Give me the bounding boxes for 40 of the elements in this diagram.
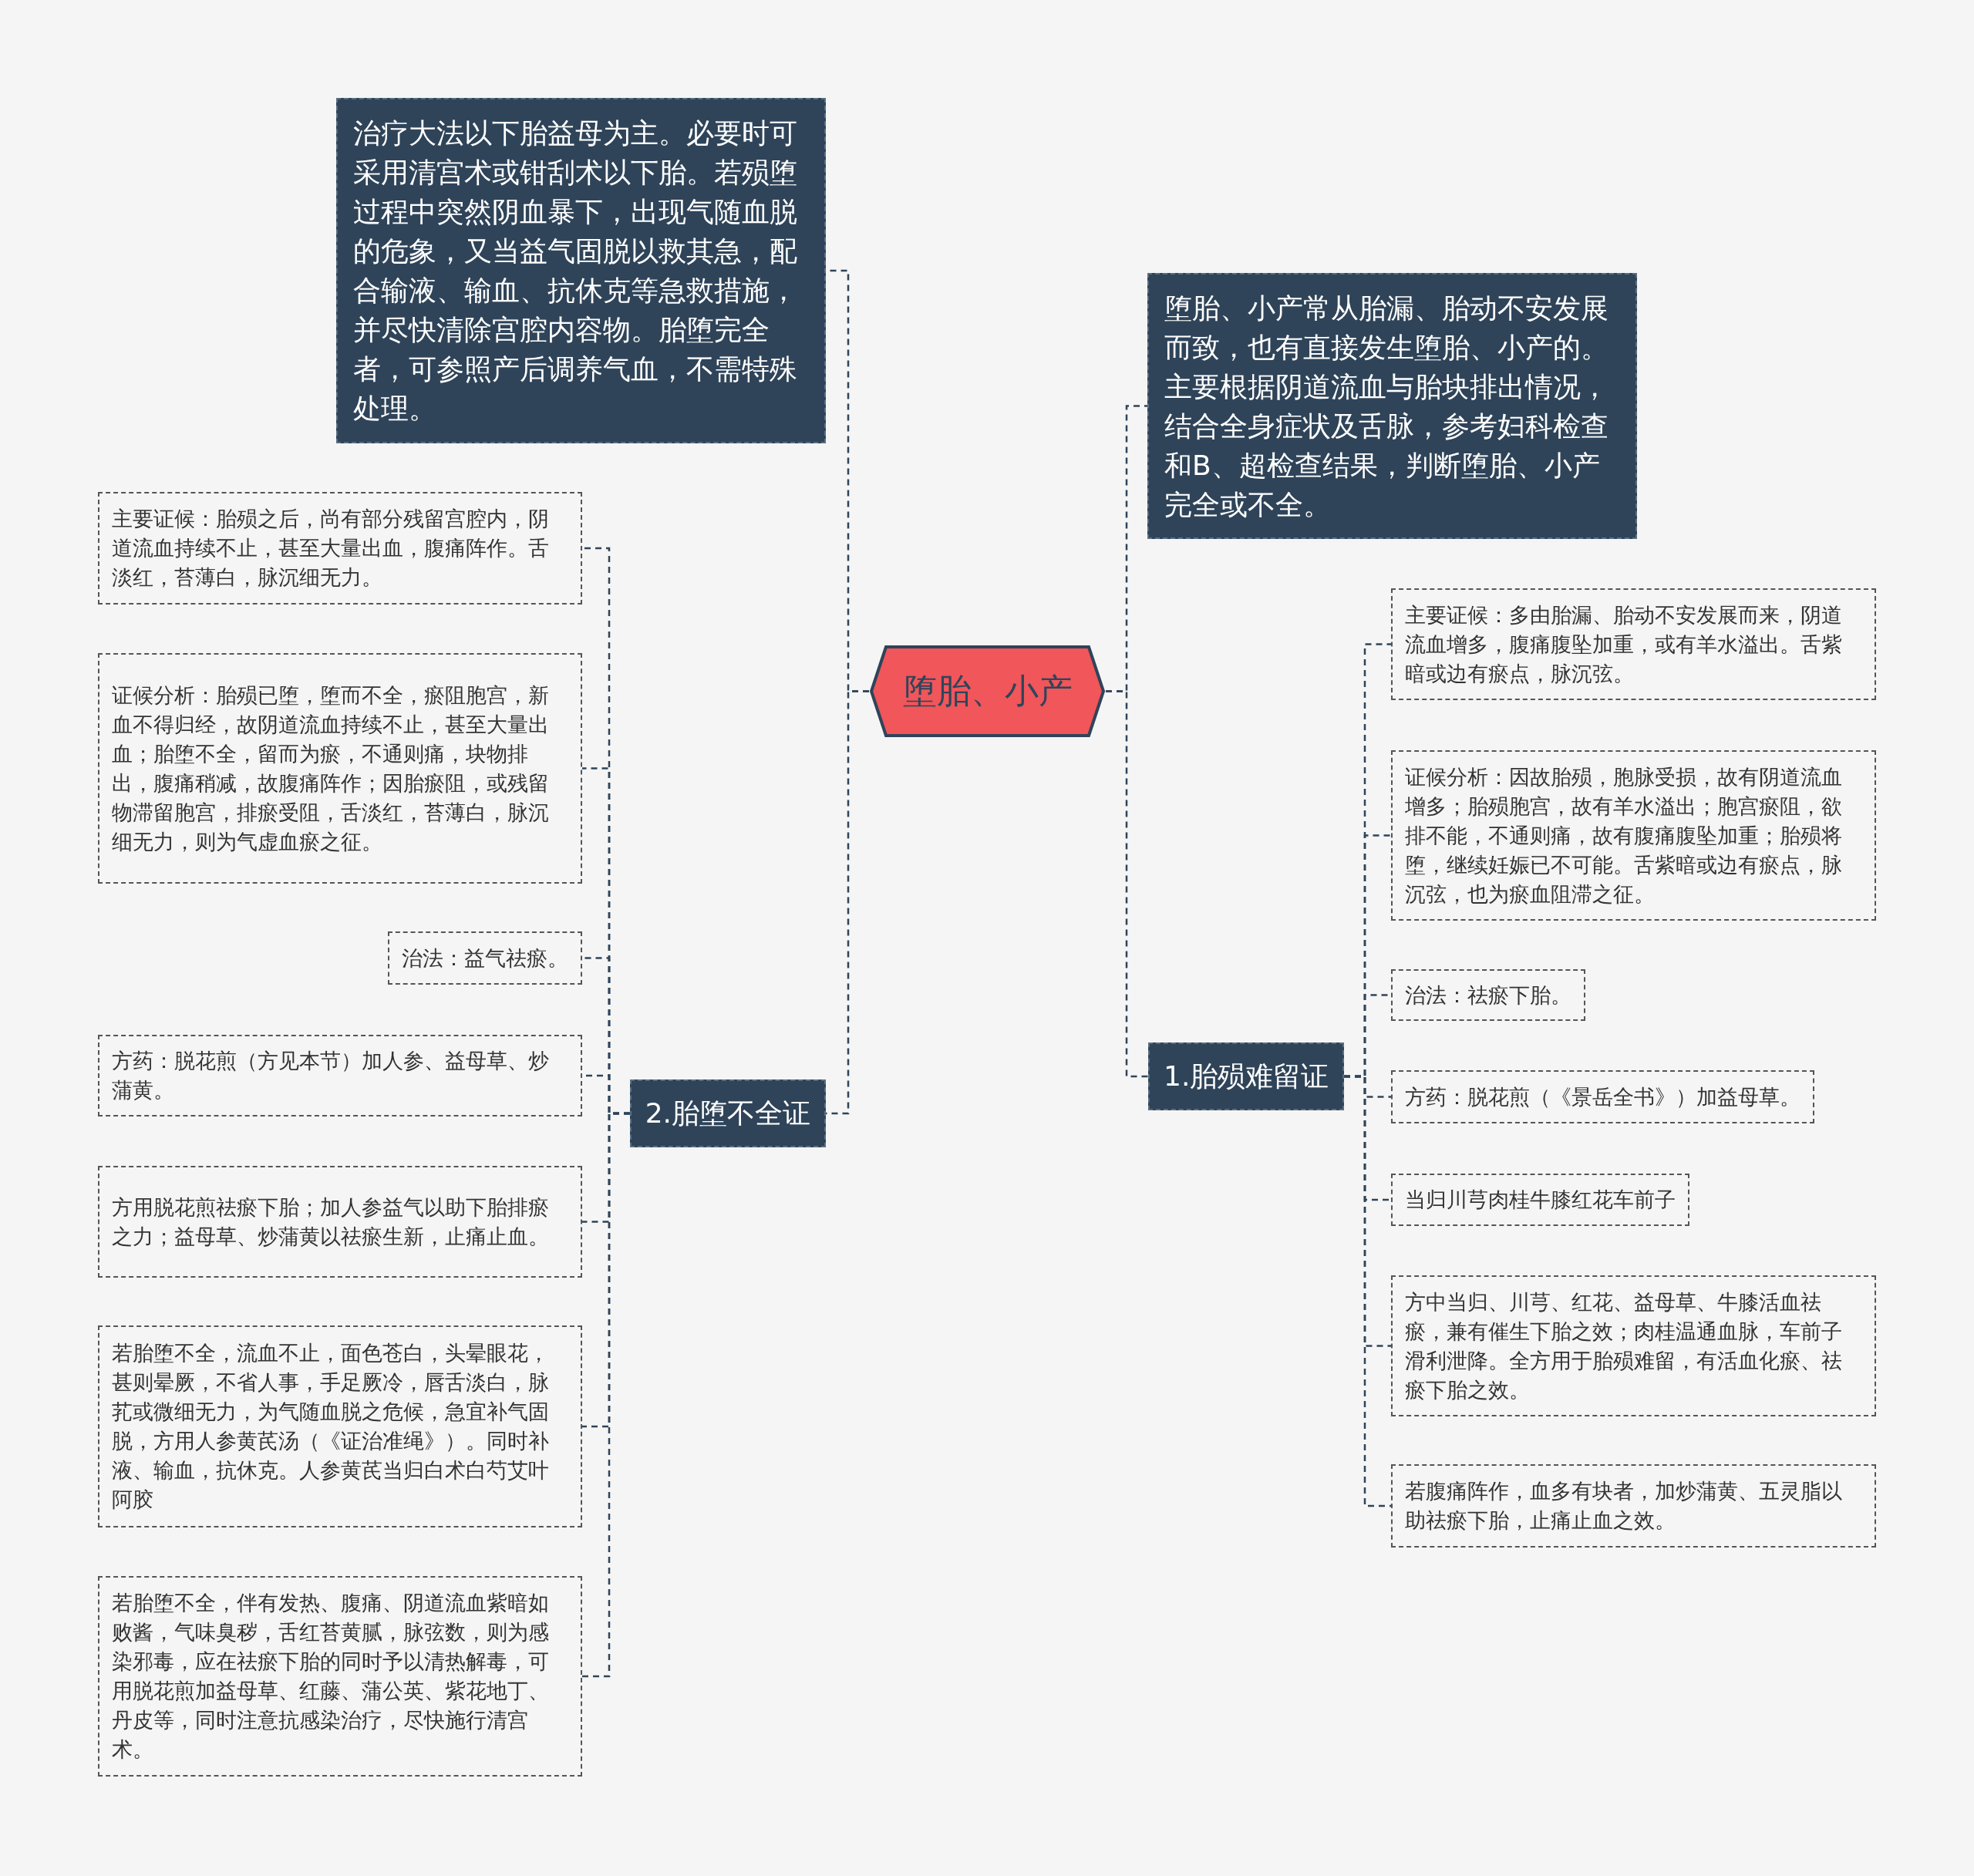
note-text: 主要证候：胎殒之后，尚有部分残留宫腔内，阴道流血持续不止，甚至大量出血，腹痛阵作。舌淡红，苔薄白，脉沉细无力。 [112,506,550,591]
note-box [1391,1070,1814,1123]
note-box [1391,750,1876,921]
note-box [1391,588,1876,700]
note-text: 方药：脱花煎（《景岳全书》）加益母草。 [1405,1083,1801,1110]
connector-line [1106,690,1148,1078]
note-box [1391,1275,1876,1416]
note-box [98,492,582,605]
connector-line [582,1112,630,1678]
note-text: 当归川芎肉桂牛膝红花车前子 [1405,1187,1676,1213]
topic-box [336,98,826,443]
note-text: 若胎堕不全，伴有发热、腹痛、阴道流血紫暗如败酱，气味臭秽，舌红苔黄腻，脉弦数，则为感染邪毒，应在祛瘀下胎的同时予以清热解毒，可用脱花煎加益母草、红藤、蒲公英、紫花地丁、丹皮等，同时注意抗感染治疗，尽快施行清宫术。 [112,1590,550,1763]
note-text: 证候分析：因故胎殒，胞脉受损，故有阴道流血增多；胎殒胞宫，故有羊水溢出；胞宫瘀阻，欲排不能，不通则痛，故有腹痛腹坠加重；胎殒将堕，继续妊娠已不可能。舌紫暗或边有瘀点，脉沉弦，也为瘀血阻滞之征。 [1405,763,1843,908]
note-text: 若腹痛阵作，血多有块者，加炒蒲黄、五灵脂以助祛瘀下胎，止痛止血之效。 [1405,1478,1843,1534]
note-text: 证候分析：胎殒已堕，堕而不全，瘀阻胞宫，新血不得归经，故阴道流血持续不止，甚至大量出血；胎堕不全，留而为瘀，不通则痛，块物排出，腹痛稍减，故腹痛阵作；因胎瘀阻，或残留物滞留胞宫，排瘀受阻，舌淡红，苔薄白，脉沉细无力，则为气虚血瘀之征。 [112,682,550,855]
central-topic-text: 堕胎、小产 [902,670,1073,712]
note-text: 主要证候：多由胎漏、胎动不安发展而来，阴道流血增多，腹痛腹坠加重，或有羊水溢出。舌紫暗或边有瘀点，脉沉弦。 [1405,601,1843,687]
topic-text: 治疗大法以下胎益母为主。必要时可采用清宫术或钳刮术以下胎。若殒堕过程中突然阴血暴下，出现气随血脱的危象，又当益气固脱以救其急，配合输液、输血、抗休克等急救措施，并尽快清除宫腔内容物。胎堕完全者，可参照产后调养气血，不需特殊处理。 [353,116,798,426]
note-box [98,1035,582,1117]
topic-text: 堕胎、小产常从胎漏、胎动不安发展而致，也有直接发生堕胎、小产的。主要根据阴道流血与胎块排出情况，结合全身症状及舌脉，参考妇科检查和B、超检查结果，判断堕胎、小产完全或不全。 [1164,291,1609,522]
note-box [98,1166,582,1278]
topic-box [1147,273,1637,539]
note-text: 方中当归、川芎、红花、益母草、牛膝活血祛瘀，兼有催生下胎之效；肉桂温通血脉，车前子滑利泄降。全方用于胎殒难留，有活血化瘀、祛瘀下胎之效。 [1405,1288,1843,1403]
branch-box [629,1079,826,1147]
note-text: 治法：益气祛瘀。 [402,945,568,972]
note-box [388,931,582,985]
note-box [1391,969,1585,1021]
note-text: 若胎堕不全，流血不止，面色苍白，头晕眼花，甚则晕厥，不省人事，手足厥冷，唇舌淡白，脉芤或微细无力，为气随血脱之危候，急宜补气固脱，方用人参黄芪汤（《证治准绳》）。同时补液、输血，抗休克。人参黄芪当归白术白芍艾叶阿胶 [112,1340,550,1513]
note-box [98,1576,582,1777]
note-box [1391,1464,1876,1548]
note-text: 方药：脱花煎（方见本节）加人参、益母草、炒蒲黄。 [112,1048,550,1103]
note-text: 治法：祛瘀下胎。 [1405,982,1571,1009]
branch-text: 1.胎殒难留证 [1164,1059,1329,1093]
branch-box [1148,1042,1345,1110]
connector-line [1344,1075,1391,1507]
note-text: 方用脱花煎祛瘀下胎；加人参益气以助下胎排瘀之力；益母草、炒蒲黄以祛瘀生新，止痛止血。 [112,1194,550,1250]
note-box [98,653,582,884]
branch-text: 2.胎堕不全证 [645,1096,810,1130]
note-box [98,1325,582,1527]
note-box [1391,1174,1689,1226]
